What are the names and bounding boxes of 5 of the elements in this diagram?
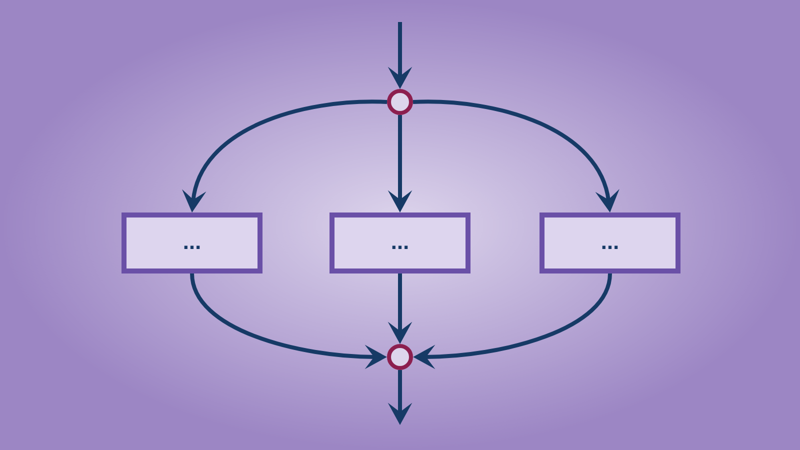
junction-circle bbox=[387, 89, 413, 115]
process-box: ... bbox=[540, 212, 680, 274]
process-box: ... bbox=[330, 212, 470, 274]
junction-circle bbox=[387, 344, 413, 370]
process-box: ... bbox=[122, 212, 262, 274]
